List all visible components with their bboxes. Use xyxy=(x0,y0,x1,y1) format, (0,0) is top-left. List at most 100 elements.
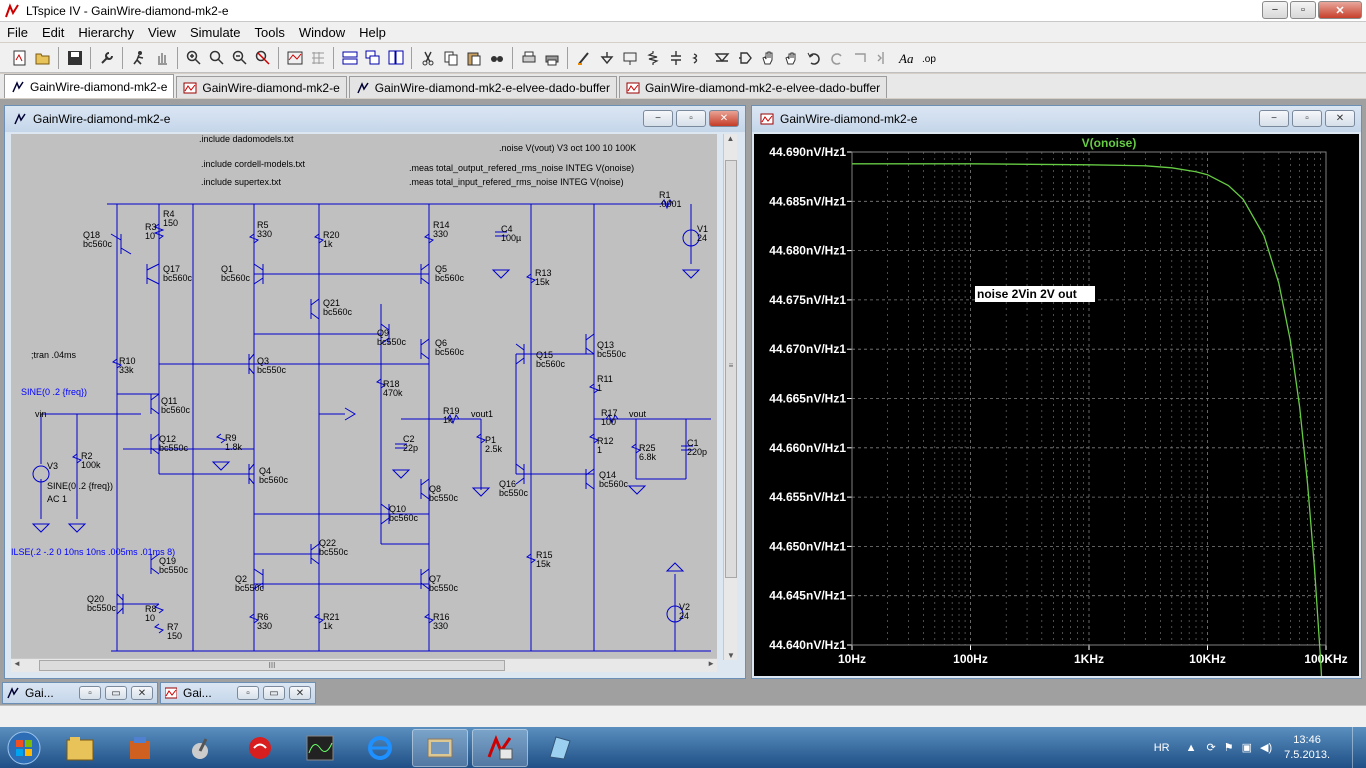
component-value-r7[interactable]: 150 xyxy=(167,631,182,641)
action-center-icon[interactable]: ⚑ xyxy=(1223,742,1234,754)
component-ref-q2[interactable]: Q2 xyxy=(235,574,247,584)
clock[interactable]: 13:46 7.5.2013. xyxy=(1284,733,1330,763)
component-value-q2[interactable]: bc550c xyxy=(235,583,265,593)
component-ref-q1[interactable]: Q1 xyxy=(221,264,233,274)
component-value-r13[interactable]: 15k xyxy=(535,277,550,287)
component-ref-r20[interactable]: R20 xyxy=(323,230,340,240)
component-value-q11[interactable]: bc560c xyxy=(161,405,191,415)
component-value-r1[interactable]: .0001 xyxy=(659,199,682,209)
zoom-pan-icon[interactable] xyxy=(205,46,228,69)
start-button[interactable] xyxy=(0,727,48,768)
directive-meas-input[interactable]: .meas total_input_refered_rms_noise INTE… xyxy=(409,177,624,187)
taskbar-paint-app[interactable] xyxy=(532,729,588,767)
component-ref-r25[interactable]: R25 xyxy=(639,443,656,453)
component-ref-q20[interactable]: Q20 xyxy=(87,594,104,604)
inductor-icon[interactable] xyxy=(687,46,710,69)
component-ref-r13[interactable]: R13 xyxy=(535,268,552,278)
component-value-q3[interactable]: bc550c xyxy=(257,365,287,375)
minimized-close-button[interactable]: ✕ xyxy=(289,686,311,700)
directive-include-supertex[interactable]: .include supertex.txt xyxy=(201,177,282,187)
component-ref-q18[interactable]: Q18 xyxy=(83,230,100,240)
schematic-minimize-button[interactable]: − xyxy=(643,110,673,127)
move-hand-icon[interactable] xyxy=(756,46,779,69)
zoom-in-icon[interactable] xyxy=(182,46,205,69)
component-value-r2[interactable]: 100k xyxy=(81,460,101,470)
diode-icon[interactable] xyxy=(710,46,733,69)
taskbar-antivirus-app[interactable] xyxy=(232,729,288,767)
menu-view[interactable]: View xyxy=(147,24,176,40)
waveform-close-button[interactable]: ✕ xyxy=(1325,110,1355,127)
schematic-vscrollbar[interactable]: ▲ ≡ ▼ xyxy=(723,134,737,660)
autorange-icon[interactable] xyxy=(283,46,306,69)
component-ref-r6[interactable]: R6 xyxy=(257,612,269,622)
component-ref-q11[interactable]: Q11 xyxy=(161,396,177,406)
component-value-r19[interactable]: 1k xyxy=(443,415,453,425)
component-value-r16[interactable]: 330 xyxy=(433,621,448,631)
minimized-waveform-window[interactable]: Gai... ▫ ▭ ✕ xyxy=(160,682,316,704)
component-value-q14[interactable]: bc560c xyxy=(599,479,629,489)
menu-help[interactable]: Help xyxy=(359,24,386,40)
component-ref-q12[interactable]: Q12 xyxy=(159,434,176,444)
component-value-r5[interactable]: 330 xyxy=(257,229,272,239)
taskbar-joystick-app[interactable] xyxy=(172,729,228,767)
tile-horizontal-icon[interactable] xyxy=(338,46,361,69)
minimize-button[interactable]: − xyxy=(1262,1,1288,19)
component-ref-q15[interactable]: Q15 xyxy=(536,350,553,360)
component-value-r25[interactable]: 6.8k xyxy=(639,452,657,462)
tab-schematic-1[interactable]: GainWire-diamond-mk2-e xyxy=(4,74,175,98)
capacitor-icon[interactable] xyxy=(664,46,687,69)
waveform-minimize-button[interactable]: − xyxy=(1259,110,1289,127)
component-ref-r7[interactable]: R7 xyxy=(167,622,179,632)
tab-waveform-1[interactable]: GainWire-diamond-mk2-e xyxy=(176,76,347,98)
volume-icon[interactable]: ◀) xyxy=(1260,742,1273,754)
label-net-icon[interactable] xyxy=(618,46,641,69)
component-ref-q5[interactable]: Q5 xyxy=(435,264,447,274)
component-value-r4[interactable]: 150 xyxy=(163,218,178,228)
component-value-r21[interactable]: 1k xyxy=(323,621,333,631)
component-ref-q17[interactable]: Q17 xyxy=(163,264,180,274)
paste-icon[interactable] xyxy=(462,46,485,69)
taskbar-installer-app[interactable] xyxy=(112,729,168,767)
component-ref-r10[interactable]: R10 xyxy=(119,356,136,366)
component-value-q4[interactable]: bc560c xyxy=(259,475,289,485)
component-value-v2[interactable]: 24 xyxy=(679,611,689,621)
component-value-q15[interactable]: bc560c xyxy=(536,359,566,369)
open-folder-icon[interactable] xyxy=(31,46,54,69)
directive-include-dado[interactable]: .include dadomodels.txt xyxy=(199,134,294,144)
component-icon[interactable] xyxy=(733,46,756,69)
component-ref-q6[interactable]: Q6 xyxy=(435,338,447,348)
component-ref-v3[interactable]: V3 xyxy=(47,461,58,471)
component-value-r6[interactable]: 330 xyxy=(257,621,272,631)
component-value-q13[interactable]: bc550c xyxy=(597,349,627,359)
waveform-restore-button[interactable]: ▫ xyxy=(1292,110,1322,127)
component-ref-r15[interactable]: R15 xyxy=(536,550,553,560)
component-value-r11[interactable]: 1 xyxy=(597,383,602,393)
drag-hand-icon[interactable] xyxy=(779,46,802,69)
schematic-vscroll-thumb[interactable]: ≡ xyxy=(725,160,737,578)
directive-tran[interactable]: ;tran .04ms xyxy=(31,350,77,360)
component-ref-r1[interactable]: R1 xyxy=(659,190,671,200)
component-value-r10[interactable]: 33k xyxy=(119,365,134,375)
mirror-icon[interactable] xyxy=(871,46,894,69)
component-value-q22[interactable]: bc550c xyxy=(319,547,349,557)
component-value-r8[interactable]: 10 xyxy=(145,613,155,623)
minimized-restore-button[interactable]: ▫ xyxy=(237,686,259,700)
component-value-c4[interactable]: 100µ xyxy=(501,233,521,243)
component-ref-r19[interactable]: R19 xyxy=(443,406,460,416)
component-value-r15[interactable]: 15k xyxy=(536,559,551,569)
redo-icon[interactable] xyxy=(825,46,848,69)
run-icon[interactable] xyxy=(127,46,150,69)
schematic-restore-button[interactable]: ▫ xyxy=(676,110,706,127)
component-value-r12[interactable]: 1 xyxy=(597,445,602,455)
component-ref-q8[interactable]: Q8 xyxy=(429,484,441,494)
minimized-maximize-button[interactable]: ▭ xyxy=(263,686,285,700)
tile-vertical-icon[interactable] xyxy=(384,46,407,69)
component-value-q16[interactable]: bc550c xyxy=(499,488,529,498)
component-value-q7[interactable]: bc550c xyxy=(429,583,459,593)
component-value-v1[interactable]: 24 xyxy=(697,233,707,243)
minimized-maximize-button[interactable]: ▭ xyxy=(105,686,127,700)
show-hidden-icons-icon[interactable]: ▲ xyxy=(1185,741,1197,754)
network-icon[interactable]: ▣ xyxy=(1241,742,1252,754)
component-ref-q22[interactable]: Q22 xyxy=(319,538,336,548)
